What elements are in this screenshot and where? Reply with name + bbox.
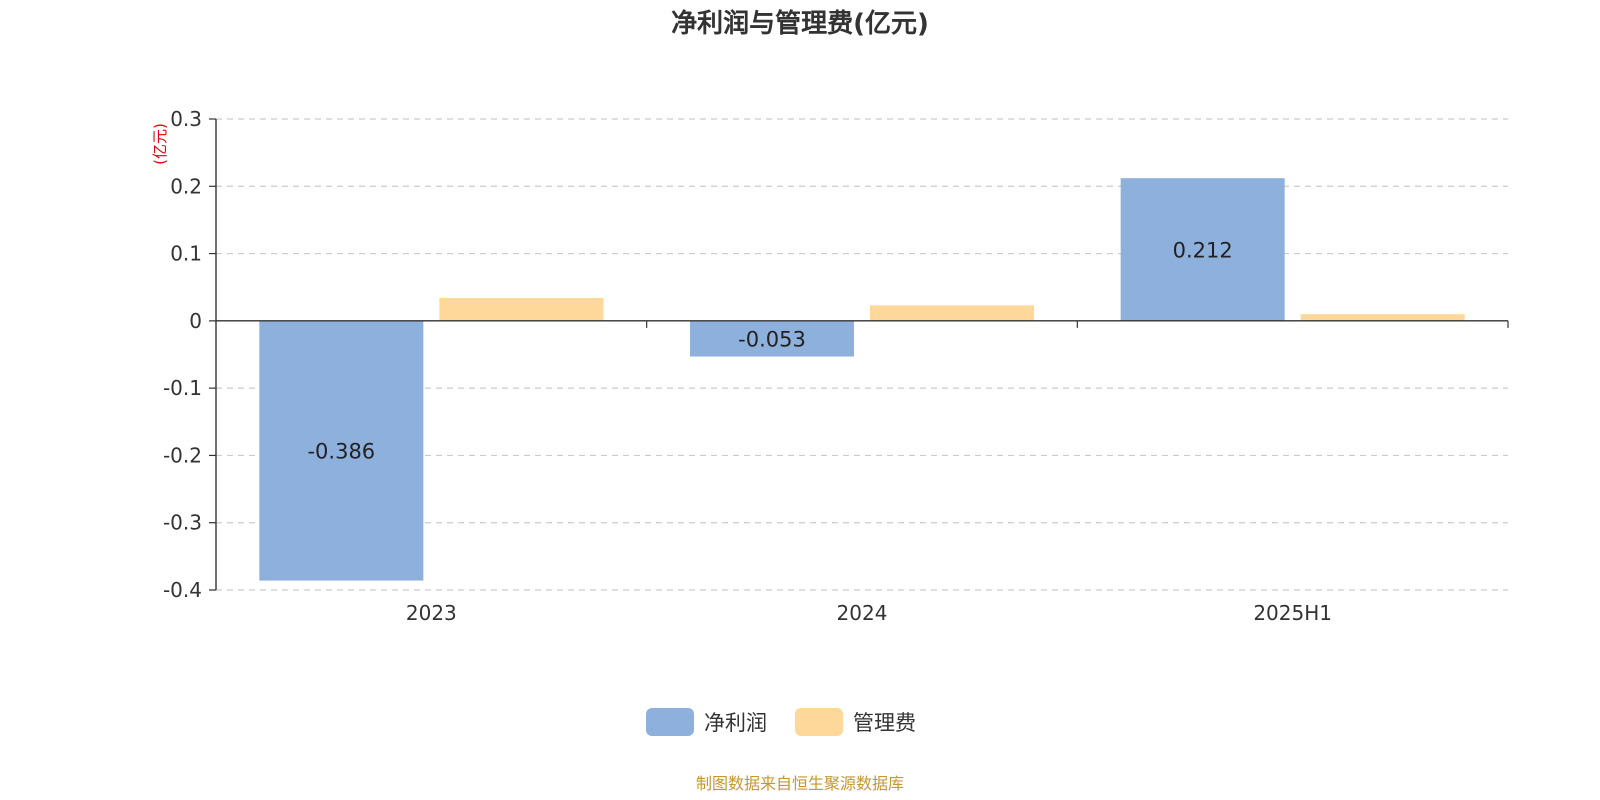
y-tick-label: -0.2 (163, 443, 202, 467)
data-label: 0.212 (1173, 239, 1233, 263)
y-tick-label: 0.2 (170, 174, 202, 198)
bar-admin-expense-2025H1[interactable] (1300, 314, 1465, 321)
data-source-note: 制图数据来自恒生聚源数据库 (696, 774, 904, 793)
bar-net-profit-2025H1[interactable] (1120, 178, 1285, 321)
legend-swatch-admin-expense[interactable] (795, 708, 843, 736)
bar-net-profit-2023[interactable] (259, 320, 424, 581)
axes: 0.3 0.2 0.1 0 -0.1 -0.2 -0.3 -0.4 2023 2024 2025H1 (163, 107, 1509, 625)
legend-label-admin-expense[interactable]: 管理费 (853, 711, 916, 735)
y-tick-label: -0.4 (163, 578, 202, 602)
y-tick-label: -0.3 (163, 511, 202, 535)
legend[interactable]: 净利润 管理费 (646, 708, 916, 736)
bar-admin-expense-2024[interactable] (870, 305, 1034, 321)
legend-label-net-profit[interactable]: 净利润 (704, 711, 767, 735)
y-tick-label: 0 (189, 309, 202, 333)
bar-admin-expense-2023[interactable] (439, 297, 604, 321)
chart-title: 净利润与管理费(亿元) (671, 8, 929, 39)
y-axis-unit-label: (亿元) (151, 123, 169, 165)
data-label: -0.053 (738, 328, 806, 352)
data-labels: -0.386 -0.053 0.212 (307, 239, 1232, 464)
x-tick-label: 2023 (406, 601, 457, 625)
y-tick-label: 0.3 (170, 107, 202, 131)
x-tick-label: 2025H1 (1253, 601, 1332, 625)
bar-net-profit-2024[interactable] (690, 320, 854, 357)
data-label: -0.386 (307, 440, 375, 464)
x-tick-label: 2024 (837, 601, 888, 625)
bars (259, 178, 1465, 581)
y-tick-label: 0.1 (170, 242, 202, 266)
legend-swatch-net-profit[interactable] (646, 708, 694, 736)
y-tick-label: -0.1 (163, 376, 202, 400)
